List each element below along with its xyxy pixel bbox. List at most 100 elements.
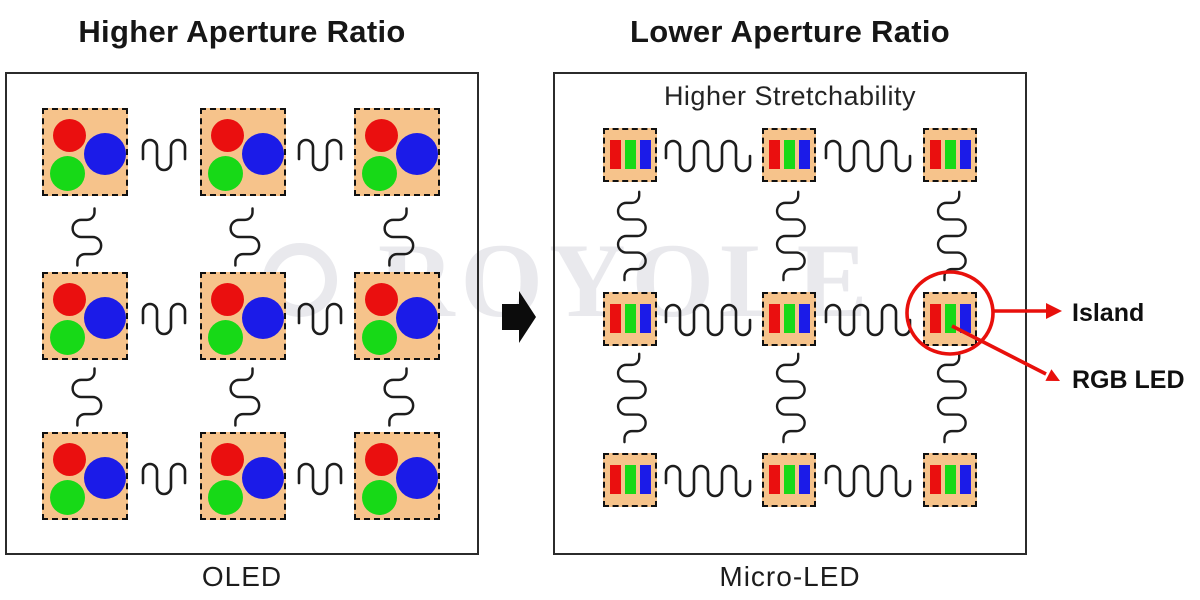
red-subpixel (211, 443, 244, 476)
blue-subpixel (242, 457, 284, 499)
green-led-bar (784, 140, 795, 169)
micro-led-island (923, 292, 977, 346)
oled-pixel-island (200, 272, 286, 360)
micro-led-island (923, 453, 977, 507)
callout-arrow-icon (951, 324, 1060, 381)
red-led-bar (610, 465, 621, 494)
horizontal-serpentine-connector-icon (140, 456, 188, 502)
micro-led-island (762, 128, 816, 182)
green-subpixel (50, 480, 85, 515)
callout-arrow-icon (993, 303, 1062, 319)
blue-led-bar (640, 465, 651, 494)
micro-led-island (603, 453, 657, 507)
red-led-bar (769, 465, 780, 494)
horizontal-serpentine-connector-icon (663, 134, 755, 178)
blue-led-bar (640, 304, 651, 333)
green-led-bar (945, 465, 956, 494)
vertical-serpentine-connector-icon (769, 190, 809, 282)
red-led-bar (769, 140, 780, 169)
red-led-bar (930, 465, 941, 494)
green-subpixel (50, 320, 85, 355)
oled-pixel-island (42, 432, 128, 520)
blue-subpixel (84, 133, 126, 175)
green-led-bar (625, 465, 636, 494)
horizontal-serpentine-connector-icon (823, 459, 915, 503)
horizontal-serpentine-connector-icon (296, 132, 344, 178)
blue-led-bar (799, 140, 810, 169)
green-subpixel (362, 156, 397, 191)
micro-led-island (762, 453, 816, 507)
green-subpixel (208, 480, 243, 515)
vertical-serpentine-connector-icon (610, 352, 650, 444)
oled-pixel-island (354, 108, 440, 196)
green-subpixel (362, 320, 397, 355)
red-led-bar (930, 304, 941, 333)
transform-arrow-icon (502, 291, 536, 343)
island-callout-label: Island (1072, 299, 1145, 327)
horizontal-serpentine-connector-icon (140, 296, 188, 342)
rgb-led-callout-label: RGB LED (1072, 366, 1185, 394)
red-subpixel (365, 283, 398, 316)
green-led-bar (784, 304, 795, 333)
vertical-serpentine-connector-icon (224, 364, 262, 430)
oled-pixel-island (354, 432, 440, 520)
green-led-bar (945, 304, 956, 333)
red-subpixel (53, 119, 86, 152)
left-panel-title: Higher Aperture Ratio (78, 14, 406, 49)
micro-led-island (923, 128, 977, 182)
vertical-serpentine-connector-icon (378, 364, 416, 430)
blue-led-bar (799, 465, 810, 494)
micro-led-island (762, 292, 816, 346)
horizontal-serpentine-connector-icon (663, 459, 755, 503)
blue-subpixel (84, 297, 126, 339)
horizontal-serpentine-connector-icon (140, 132, 188, 178)
right-panel-title: Lower Aperture Ratio (629, 14, 951, 49)
oled-panel-box (5, 72, 479, 555)
red-subpixel (365, 119, 398, 152)
blue-subpixel (396, 297, 438, 339)
vertical-serpentine-connector-icon (66, 364, 104, 430)
oled-pixel-island (42, 272, 128, 360)
horizontal-serpentine-connector-icon (296, 456, 344, 502)
blue-subpixel (396, 133, 438, 175)
green-subpixel (208, 320, 243, 355)
blue-subpixel (396, 457, 438, 499)
oled-pixel-island (354, 272, 440, 360)
red-led-bar (610, 304, 621, 333)
green-subpixel (208, 156, 243, 191)
horizontal-serpentine-connector-icon (823, 134, 915, 178)
oled-pixel-island (200, 432, 286, 520)
red-led-bar (610, 140, 621, 169)
micro-led-island (603, 128, 657, 182)
horizontal-serpentine-connector-icon (296, 296, 344, 342)
vertical-serpentine-connector-icon (769, 352, 809, 444)
blue-subpixel (242, 297, 284, 339)
vertical-serpentine-connector-icon (224, 204, 262, 270)
blue-led-bar (960, 140, 971, 169)
green-led-bar (784, 465, 795, 494)
green-subpixel (362, 480, 397, 515)
green-led-bar (625, 304, 636, 333)
green-subpixel (50, 156, 85, 191)
island-highlight-circle-icon (905, 270, 1062, 381)
blue-led-bar (799, 304, 810, 333)
blue-subpixel (84, 457, 126, 499)
vertical-serpentine-connector-icon (610, 190, 650, 282)
micro-led-island (603, 292, 657, 346)
blue-subpixel (242, 133, 284, 175)
red-led-bar (930, 140, 941, 169)
red-subpixel (211, 119, 244, 152)
vertical-serpentine-connector-icon (66, 204, 104, 270)
horizontal-serpentine-connector-icon (663, 298, 755, 342)
green-led-bar (625, 140, 636, 169)
red-led-bar (769, 304, 780, 333)
oled-caption: OLED (201, 561, 283, 592)
blue-led-bar (640, 140, 651, 169)
red-subpixel (53, 283, 86, 316)
blue-led-bar (960, 304, 971, 333)
micro-led-panel-box (553, 72, 1027, 555)
oled-pixel-island (42, 108, 128, 196)
oled-pixel-island (200, 108, 286, 196)
red-subpixel (365, 443, 398, 476)
